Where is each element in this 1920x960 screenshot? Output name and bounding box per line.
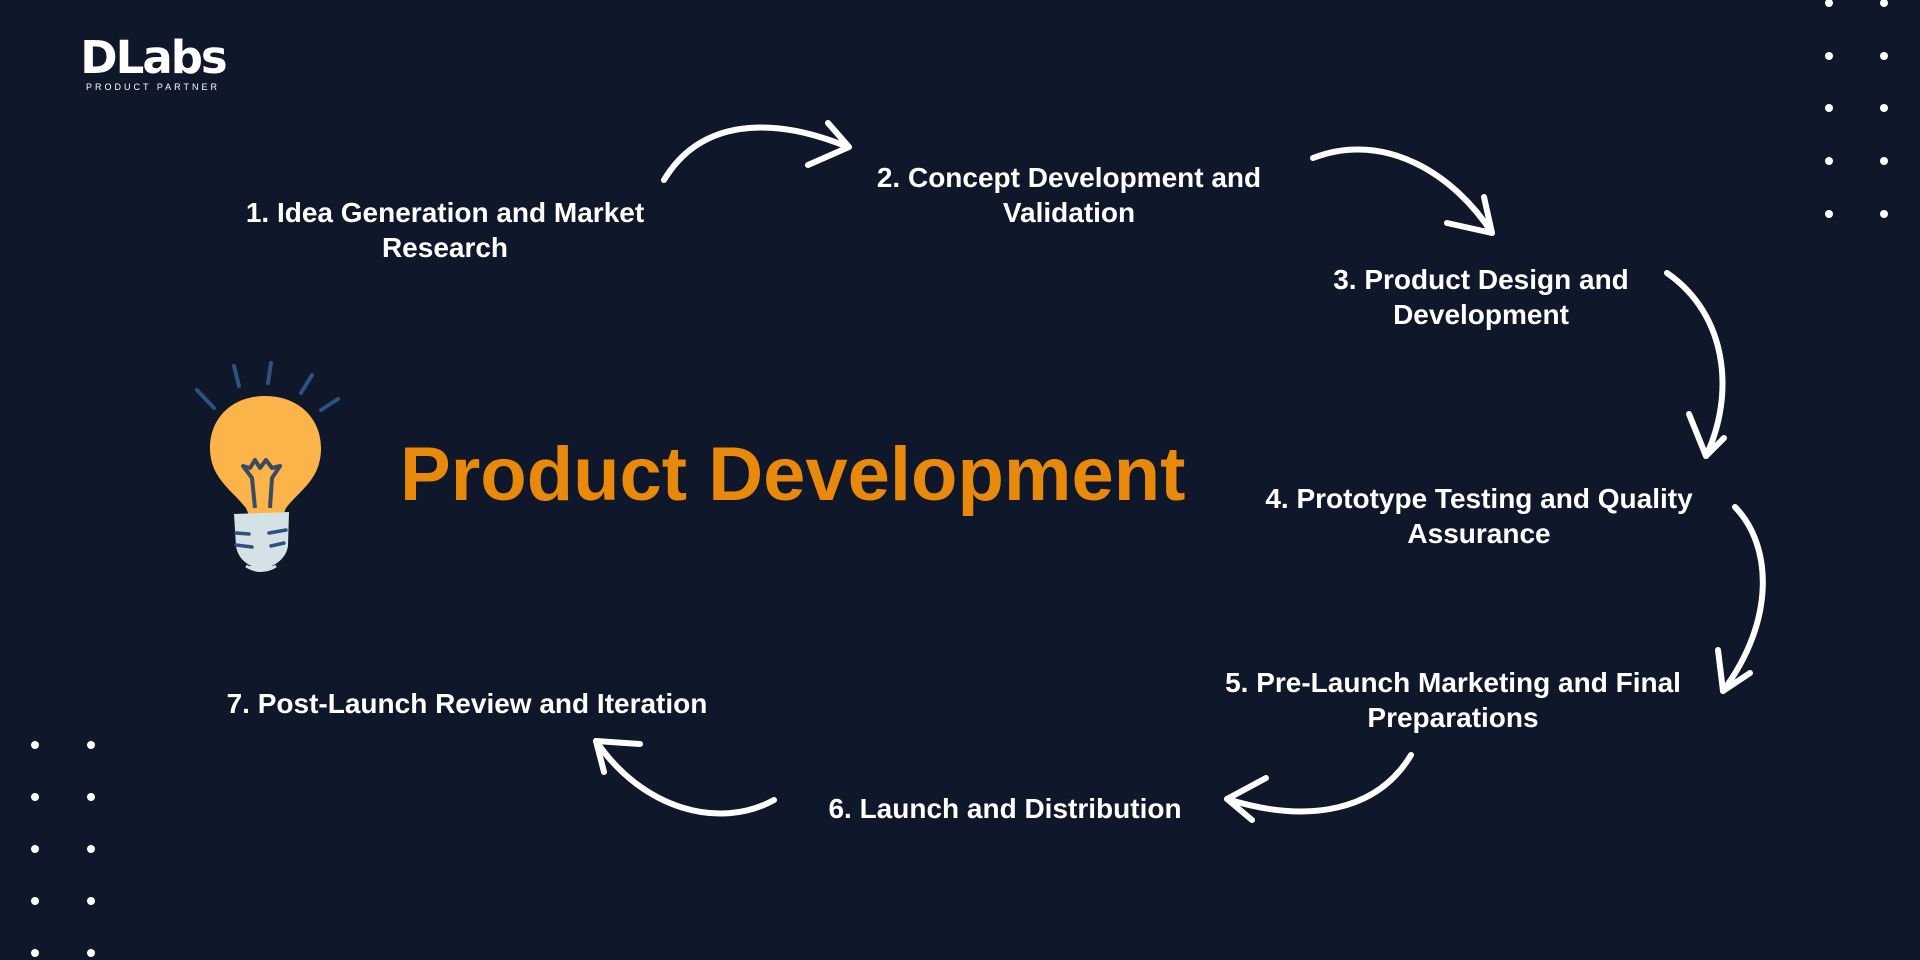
step-3-line-1: 3. Product Design and — [1333, 264, 1629, 295]
dot-pattern-top-right — [1825, 0, 1888, 218]
step-7: 7. Post-Launch Review and Iteration — [200, 686, 734, 721]
lightbulb-icon — [195, 361, 340, 572]
step-3-line-2: Development — [1393, 299, 1569, 330]
arrow-icon-5-to-6 — [1224, 752, 1414, 823]
brand-tagline: PRODUCT PARTNER — [85, 82, 220, 92]
arrow-icon-1-to-2 — [661, 120, 852, 183]
step-2-line-1: 2. Concept Development and — [876, 162, 1262, 193]
step-7-line-1: 7. Post-Launch Review and Iteration — [226, 688, 708, 719]
step-3: 3. Product Design and Development — [1302, 262, 1660, 332]
page-title: Product Development — [400, 432, 1186, 517]
brand-logo: DLabs PRODUCT PARTNER — [78, 31, 228, 93]
step-5: 5. Pre-Launch Marketing and Final Prepar… — [1180, 665, 1726, 735]
step-4: 4. Prototype Testing and Quality Assuran… — [1220, 481, 1738, 551]
arrow-icon-2-to-3 — [1310, 146, 1495, 236]
dot-pattern-bottom-left — [31, 741, 95, 957]
step-4-line-1: 4. Prototype Testing and Quality — [1265, 483, 1693, 514]
step-2: 2. Concept Development and Validation — [850, 160, 1288, 230]
step-1: 1. Idea Generation and Market Research — [222, 195, 668, 265]
step-1-line-2: Research — [381, 232, 509, 263]
step-5-line-1: 5. Pre-Launch Marketing and Final — [1225, 667, 1681, 698]
step-6: 6. Launch and Distribution — [800, 791, 1210, 826]
brand-name: DLabs — [80, 31, 227, 84]
arrow-icon-6-to-7 — [593, 738, 777, 817]
arrow-icon-4-to-5 — [1715, 504, 1766, 694]
step-4-line-2: Assurance — [1407, 518, 1551, 549]
step-1-line-1: 1. Idea Generation and Market — [245, 197, 645, 228]
arrow-icon-3-to-4 — [1664, 270, 1727, 459]
step-6-line-1: 6. Launch and Distribution — [828, 793, 1182, 824]
step-2-line-2: Validation — [1002, 197, 1136, 228]
step-5-line-2: Preparations — [1367, 702, 1539, 733]
